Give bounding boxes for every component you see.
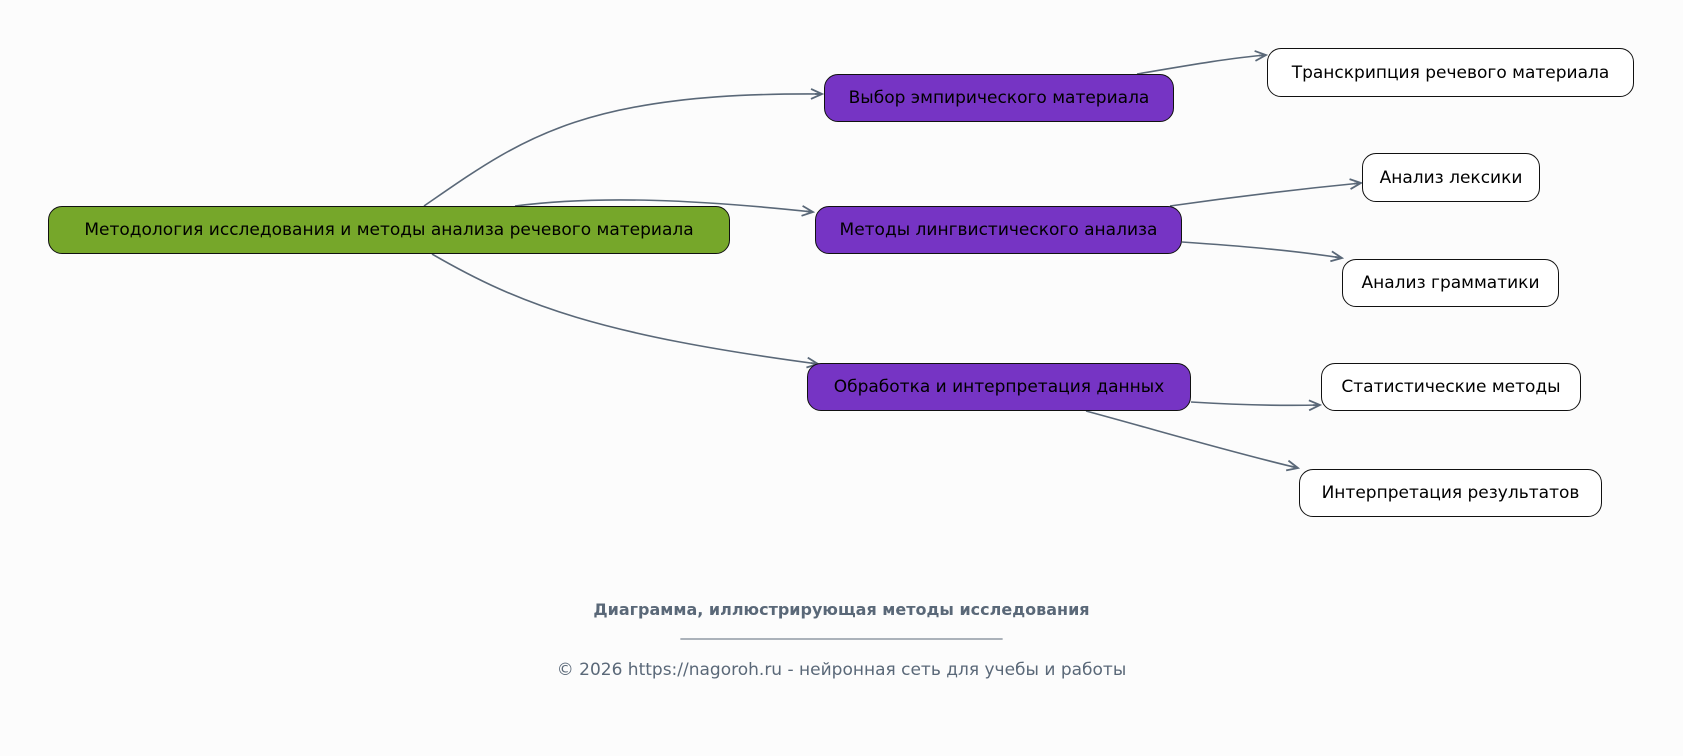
edge-b2-l2 [1169, 183, 1361, 207]
branch-label: Методы лингвистического анализа [839, 220, 1158, 240]
branch-node-empirical[interactable]: Выбор эмпирического материала [824, 74, 1174, 122]
branch-node-linguistic[interactable]: Методы лингвистического анализа [815, 206, 1182, 254]
leaf-node-statistics[interactable]: Статистические методы [1321, 363, 1581, 411]
branch-label: Выбор эмпирического материала [848, 88, 1150, 108]
edge-b1-l1 [1136, 55, 1266, 75]
branch-node-processing[interactable]: Обработка и интерпретация данных [807, 363, 1191, 411]
leaf-node-grammar[interactable]: Анализ грамматики [1342, 259, 1559, 307]
leaf-label: Анализ лексики [1379, 167, 1523, 188]
edge-root-b2 [514, 199, 813, 212]
leaf-node-interpretation[interactable]: Интерпретация результатов [1299, 469, 1602, 517]
leaf-label: Интерпретация результатов [1321, 483, 1580, 503]
branch-label: Обработка и интерпретация данных [833, 377, 1165, 397]
edge-root-b3 [431, 253, 818, 364]
leaf-node-transcription[interactable]: Транскрипция речевого материала [1267, 48, 1634, 97]
diagram-caption: Диаграмма, иллюстрирующая методы исследо… [593, 600, 1090, 619]
leaf-label: Статистические методы [1341, 377, 1561, 397]
edge-b3-l5 [1085, 410, 1298, 468]
leaf-label: Транскрипция речевого материала [1291, 62, 1610, 83]
edge-b3-l4 [1190, 402, 1320, 405]
caption-divider: ________________________________________… [680, 624, 1003, 640]
leaf-node-lexis[interactable]: Анализ лексики [1362, 153, 1540, 202]
root-node[interactable]: Методология исследования и методы анализ… [48, 206, 730, 254]
edge-root-b1 [423, 94, 822, 207]
root-node-label: Методология исследования и методы анализ… [84, 220, 694, 240]
edge-b2-l3 [1181, 241, 1342, 258]
leaf-label: Анализ грамматики [1361, 273, 1540, 293]
copyright-text: © 2026 https://nagoroh.ru - нейронная се… [556, 660, 1127, 680]
